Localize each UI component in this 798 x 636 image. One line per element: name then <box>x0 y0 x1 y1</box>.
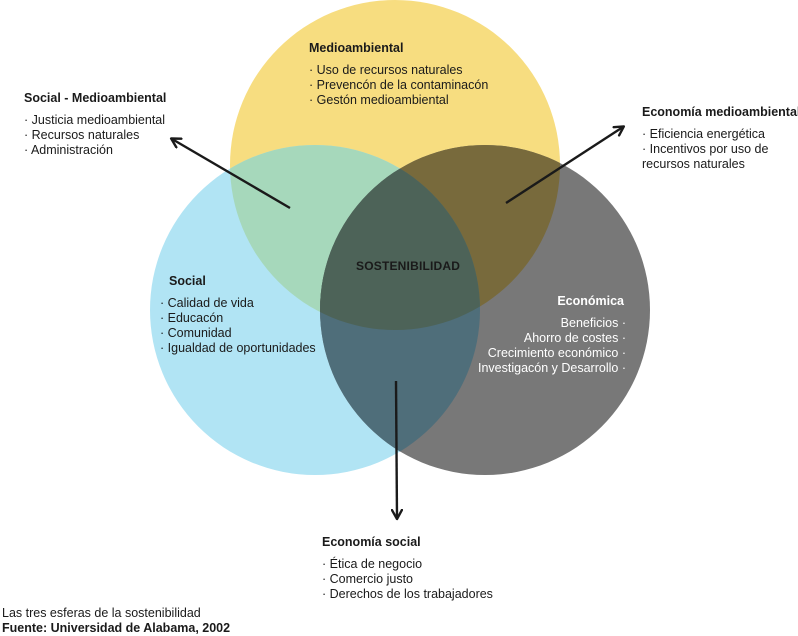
social-item: Comunidad <box>160 326 316 341</box>
economic-item: Ahorro de costes <box>478 331 626 346</box>
sustainability-overlap <box>320 145 480 330</box>
environmental-item: Gestón medioambiental <box>309 93 488 108</box>
economic-item: Investigacón y Desarrollo <box>478 361 626 376</box>
sustainability-label: SOSTENIBILIDAD <box>356 259 461 273</box>
environmental-block: Medioambiental Uso de recursos naturales… <box>309 41 488 108</box>
economic-social-block: Economía social Ética de negocio Comerci… <box>322 535 493 602</box>
social-environmental-item: Administración <box>24 143 166 158</box>
social-item: Igualdad de oportunidades <box>160 341 316 356</box>
social-environmental-item: Justicia medioambiental <box>24 113 166 128</box>
economic-environmental-block: Economía medioambiental Eficiencia energ… <box>642 105 798 172</box>
economic-item: Crecimiento económico <box>478 346 626 361</box>
arrow-economic-social <box>396 380 397 518</box>
social-item: Calidad de vida <box>160 296 316 311</box>
figure-caption: Las tres esferas de la sostenibilidad Fu… <box>2 606 230 636</box>
social-environmental-item: Recursos naturales <box>24 128 166 143</box>
economic-social-item: Derechos de los trabajadores <box>322 587 493 602</box>
caption-source: Fuente: Universidad de Alabama, 2002 <box>2 621 231 635</box>
social-title: Social <box>169 274 206 288</box>
social-environmental-block: Social - Medioambiental Justicia medioam… <box>24 91 166 158</box>
economic-social-item: Ética de negocio <box>322 557 493 572</box>
environmental-title: Medioambiental <box>309 41 404 55</box>
economic-item: Beneficios <box>478 316 626 331</box>
social-item: Educacón <box>160 311 316 326</box>
economic-environmental-title: Economía medioambiental <box>642 105 798 119</box>
social-block: Social Calidad de vida Educacón Comunida… <box>160 274 316 356</box>
social-environmental-title: Social - Medioambiental <box>24 91 167 105</box>
arrow-social-environmental <box>172 139 291 210</box>
economic-block: Económica Beneficios Ahorro de costes Cr… <box>478 294 626 376</box>
arrow-economic-environmental <box>505 127 623 205</box>
environmental-item: Prevencón de la contaminacón <box>309 78 489 93</box>
caption-text: Las tres esferas de la sostenibilidad <box>2 606 201 620</box>
environmental-item: Uso de recursos naturales <box>309 63 488 78</box>
economic-environmental-item: Incentivos por uso de recursos naturales <box>642 142 792 172</box>
economic-environmental-item: Eficiencia energética <box>642 127 792 142</box>
economic-social-item: Comercio justo <box>322 572 493 587</box>
economic-social-title: Economía social <box>322 535 421 549</box>
economic-title: Económica <box>557 294 624 308</box>
